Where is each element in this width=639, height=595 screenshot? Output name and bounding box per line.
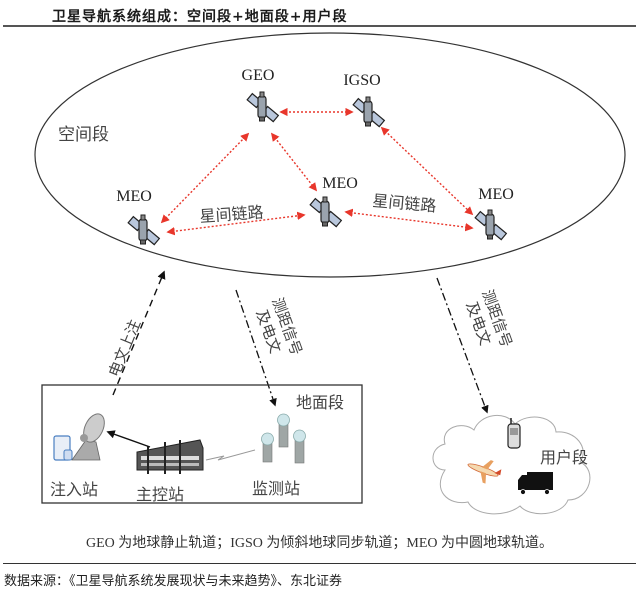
source-divider — [3, 563, 636, 564]
satellite-label: MEO — [116, 188, 152, 205]
monitoring-station-icon — [261, 413, 306, 464]
link-meo-left-meo-center — [166, 211, 306, 236]
uplink-arrow — [112, 270, 166, 396]
master-control-station-label: 主控站 — [136, 485, 184, 504]
satellite-meo-right: MEO — [474, 186, 514, 241]
satellite-label: IGSO — [343, 72, 380, 89]
satellite-igso: IGSO — [343, 72, 385, 128]
satellite-icon — [127, 214, 160, 246]
ground-segment-box — [41, 384, 363, 504]
ranging-arrow-ground — [235, 289, 277, 407]
control-monitoring-link — [205, 449, 256, 461]
link-geo-meo-left — [160, 132, 250, 224]
space-segment-ellipse — [34, 32, 626, 278]
satellite-label: MEO — [478, 186, 514, 203]
mobile-phone-icon — [507, 418, 521, 449]
orbit-footnote: GEO 为地球静止轨道；IGSO 为倾斜地球同步轨道；MEO 为中圆地球轨道。 — [85, 536, 554, 551]
link-igso-meo-right — [380, 126, 474, 216]
inter-satellite-link-label-left: 星间链路 — [199, 203, 264, 226]
master-control-station-icon — [136, 439, 204, 474]
satellite-label: MEO — [322, 175, 358, 192]
ranging-arrow-user — [436, 277, 489, 414]
uplink-label: 电文上注 — [105, 317, 144, 379]
satellite-meo-center: MEO — [309, 175, 358, 228]
injection-station-label: 注入站 — [50, 480, 98, 499]
satellite-icon — [352, 96, 385, 128]
title-divider — [3, 25, 636, 27]
injection-station-icon — [53, 413, 105, 461]
satellite-icon — [246, 91, 279, 123]
figure-title: 卫星导航系统组成：空间段+地面段+用户段 — [52, 9, 348, 25]
monitoring-station-label: 监测站 — [252, 479, 300, 498]
satellite-icon — [309, 196, 342, 228]
user-segment-label: 用户段 — [540, 448, 588, 467]
truck-icon — [518, 472, 553, 495]
ground-segment-label: 地面段 — [296, 393, 344, 412]
satellite-geo: GEO — [242, 67, 279, 123]
satellite-meo-left: MEO — [116, 188, 160, 246]
space-segment-label: 空间段 — [58, 125, 109, 145]
satellite-icon — [474, 209, 507, 241]
inter-satellite-link-label-right: 星间链路 — [372, 191, 437, 216]
airplane-icon — [467, 460, 502, 484]
data-source: 数据来源：《卫星导航系统发展现状与未来趋势》、东北证券 — [4, 574, 343, 589]
control-to-injection-arrow — [106, 430, 151, 448]
link-meo-center-meo-right — [344, 208, 474, 232]
satellite-label: GEO — [242, 67, 275, 84]
link-geo-meo-center — [270, 132, 318, 192]
